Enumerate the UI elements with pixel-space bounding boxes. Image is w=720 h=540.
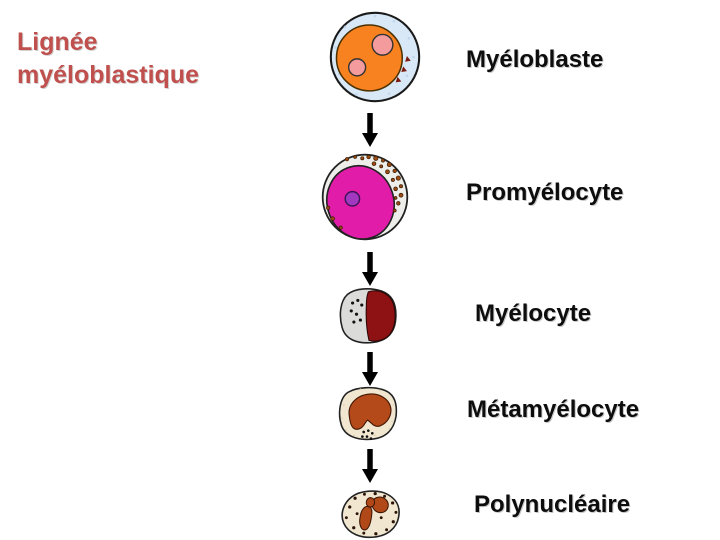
promyelocyte-cell-illustration <box>321 153 409 241</box>
stage-label-metamyelocyte: Métamyélocyte <box>467 396 640 423</box>
stage-label-polynucleaire: Polynucléaire <box>474 491 631 518</box>
myeloblast-cell-illustration <box>329 11 421 103</box>
down-arrow-icon <box>362 252 378 286</box>
down-arrow-icon <box>362 449 378 483</box>
down-arrow-icon <box>362 352 378 386</box>
stage-label-promyelocyte: Promyélocyte <box>466 179 624 206</box>
myelocyte-cell-illustration <box>339 288 397 344</box>
stage-label-myeloblaste: Myéloblaste <box>466 46 604 73</box>
polynuclear-cell-illustration <box>341 490 400 539</box>
metamyelocyte-cell-illustration <box>338 386 398 441</box>
page-title: Lignée myéloblastique <box>17 28 199 89</box>
stage-label-myelocyte: Myélocyte <box>475 300 592 327</box>
down-arrow-icon <box>362 113 378 147</box>
